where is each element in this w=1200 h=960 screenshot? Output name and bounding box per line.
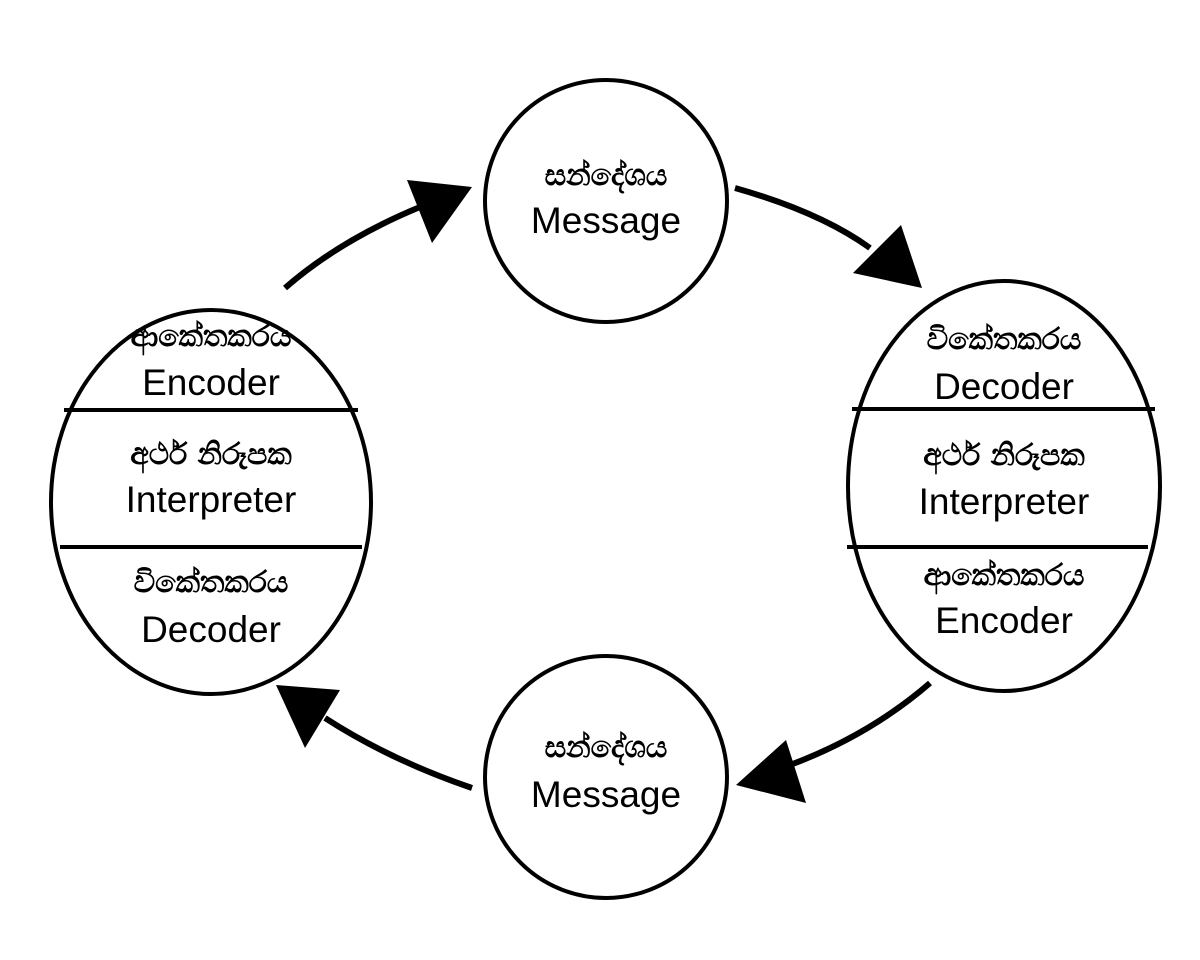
arrow-right-node-to-bottom-message [736, 680, 932, 803]
arrow-encoder-to-top-message [283, 180, 472, 291]
message-node-top: සන්දේශය Message [483, 78, 729, 324]
right-encoder-sinhala: ආකේතකරය [924, 558, 1085, 595]
right-decoder-english: Decoder [934, 366, 1074, 407]
message-top-english: Message [531, 200, 681, 241]
left-interpreter-english: Interpreter [126, 479, 297, 520]
left-encoder-sinhala: ආකේතකරය [131, 319, 292, 356]
left-decoder-english: Decoder [141, 609, 281, 650]
arrow-bottom-message-to-left-node [276, 685, 473, 791]
message-node-bottom: සන්දේශය Message [483, 654, 729, 900]
arrow-top-message-to-right-node [734, 185, 922, 288]
right-interpreter-sinhala: අර්ථ නිරූපක [923, 438, 1085, 475]
left-decoder-sinhala: විකේතකරය [134, 565, 289, 600]
message-bottom-sinhala: සන්දේශය [545, 730, 668, 766]
left-node: ආකේතකරය Encoder අර්ථ නිරූපක Interpreter … [49, 308, 373, 696]
left-encoder-english: Encoder [142, 362, 280, 403]
right-interpreter-english: Interpreter [919, 481, 1090, 522]
right-decoder-sinhala: විකේතකරය [927, 322, 1082, 357]
right-encoder-english: Encoder [935, 600, 1073, 641]
right-node: විකේතකරය Decoder අර්ථ නිරූපක Interpreter… [846, 279, 1162, 693]
message-bottom-english: Message [531, 774, 681, 815]
left-interpreter-sinhala: අර්ථ නිරූපක [130, 437, 292, 474]
message-top-sinhala: සන්දේශය [545, 158, 668, 194]
